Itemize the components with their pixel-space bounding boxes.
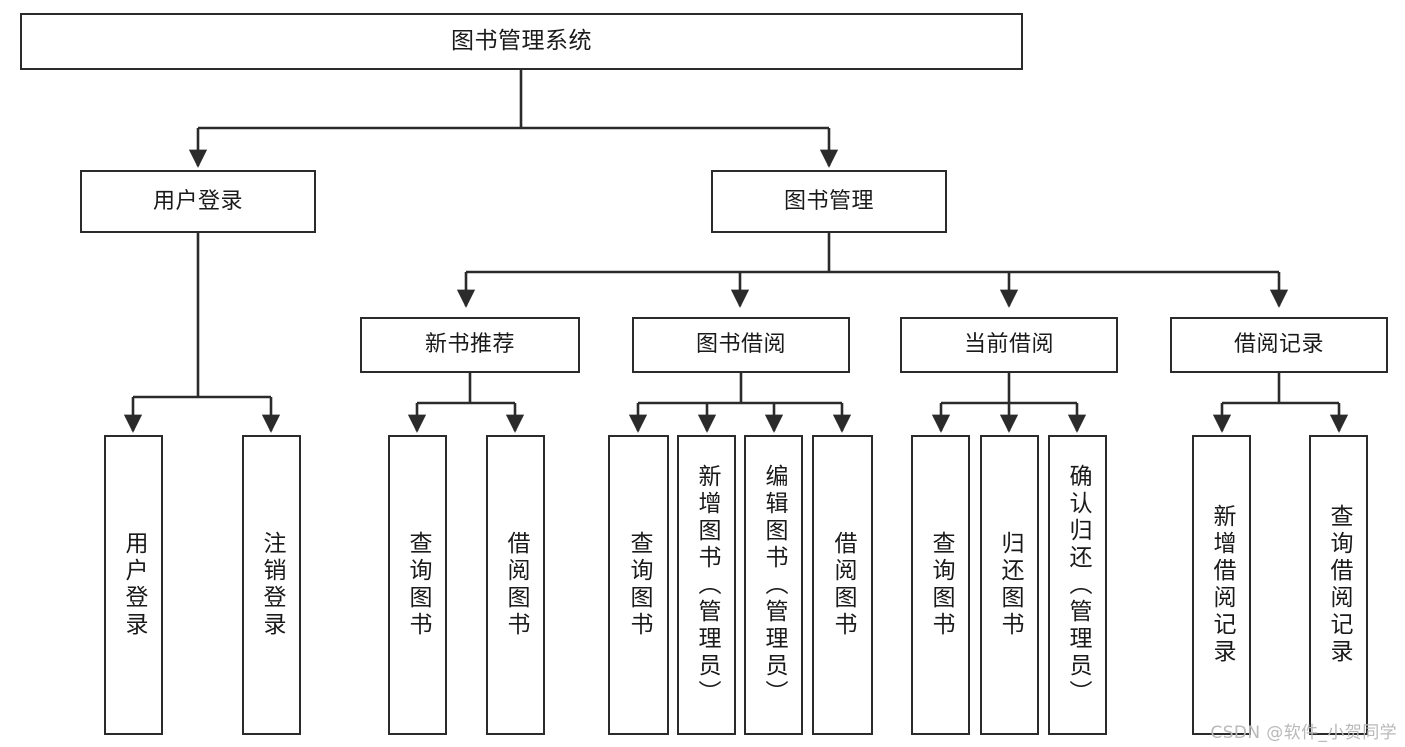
node-leaf-edit-book-label: 编辑图书（管理员） bbox=[761, 463, 787, 707]
node-leaf-borrow-book-2-label: 借阅图书 bbox=[830, 531, 856, 639]
node-leaf-user-login[interactable]: 用户登录 bbox=[104, 435, 163, 735]
node-book-borrow-label: 图书借阅 bbox=[695, 332, 786, 358]
node-leaf-confirm-return[interactable]: 确认归还（管理员） bbox=[1048, 435, 1107, 735]
node-root[interactable]: 图书管理系统 bbox=[20, 13, 1023, 70]
node-leaf-query-book-1[interactable]: 查询图书 bbox=[388, 435, 447, 735]
node-new-book-recommend[interactable]: 新书推荐 bbox=[360, 317, 580, 373]
node-user-login-label: 用户登录 bbox=[152, 188, 243, 214]
node-leaf-query-book-1-label: 查询图书 bbox=[405, 531, 431, 639]
node-current-borrow[interactable]: 当前借阅 bbox=[900, 317, 1118, 373]
node-leaf-query-record-label: 查询借阅记录 bbox=[1326, 504, 1352, 666]
node-leaf-query-book-2-label: 查询图书 bbox=[626, 531, 652, 639]
node-leaf-query-book-2[interactable]: 查询图书 bbox=[608, 435, 669, 735]
node-borrow-record[interactable]: 借阅记录 bbox=[1170, 317, 1388, 373]
node-leaf-return-book-label: 归还图书 bbox=[997, 531, 1023, 639]
node-leaf-add-book-label: 新增图书（管理员） bbox=[694, 463, 720, 707]
node-book-management[interactable]: 图书管理 bbox=[711, 170, 947, 233]
node-leaf-borrow-book-2[interactable]: 借阅图书 bbox=[812, 435, 873, 735]
node-root-label: 图书管理系统 bbox=[451, 27, 592, 54]
node-leaf-query-record[interactable]: 查询借阅记录 bbox=[1309, 435, 1368, 735]
node-leaf-add-book[interactable]: 新增图书（管理员） bbox=[677, 435, 736, 735]
node-new-book-recommend-label: 新书推荐 bbox=[424, 332, 515, 358]
node-leaf-query-book-3[interactable]: 查询图书 bbox=[911, 435, 970, 735]
node-leaf-edit-book[interactable]: 编辑图书（管理员） bbox=[744, 435, 803, 735]
node-leaf-return-book[interactable]: 归还图书 bbox=[980, 435, 1039, 735]
node-leaf-add-record[interactable]: 新增借阅记录 bbox=[1192, 435, 1251, 735]
node-leaf-borrow-book-1[interactable]: 借阅图书 bbox=[486, 435, 545, 735]
node-leaf-borrow-book-1-label: 借阅图书 bbox=[503, 531, 529, 639]
node-book-borrow[interactable]: 图书借阅 bbox=[632, 317, 850, 373]
node-borrow-record-label: 借阅记录 bbox=[1233, 332, 1324, 358]
node-current-borrow-label: 当前借阅 bbox=[963, 332, 1054, 358]
node-leaf-logout-label: 注销登录 bbox=[259, 531, 285, 639]
node-user-login[interactable]: 用户登录 bbox=[80, 170, 316, 233]
node-leaf-user-login-label: 用户登录 bbox=[121, 531, 147, 639]
node-leaf-confirm-return-label: 确认归还（管理员） bbox=[1065, 463, 1091, 707]
node-leaf-add-record-label: 新增借阅记录 bbox=[1209, 504, 1235, 666]
node-leaf-query-book-3-label: 查询图书 bbox=[928, 531, 954, 639]
node-leaf-logout[interactable]: 注销登录 bbox=[242, 435, 301, 735]
node-book-management-label: 图书管理 bbox=[783, 188, 874, 214]
